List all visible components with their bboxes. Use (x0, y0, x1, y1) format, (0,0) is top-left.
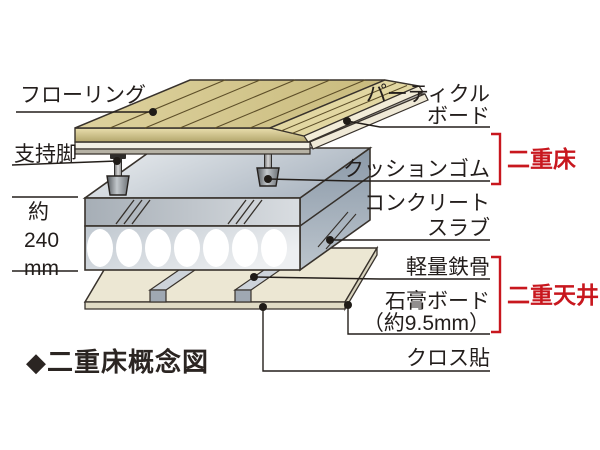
leader-dot-steel (250, 273, 258, 281)
particle-board-flap-edge (303, 85, 424, 143)
slab-hatch (317, 211, 349, 248)
double-ceiling-bracket (491, 255, 502, 334)
leader-dot-gypsum-board (344, 301, 352, 309)
label-concrete-slab-1: コンクリート (364, 192, 490, 215)
label-double-floor: 二重床 (507, 146, 576, 172)
flap-grain-line (280, 82, 397, 132)
leader-support-leg (11, 160, 118, 166)
label-gypsum-board-1: 石膏ボード (385, 290, 490, 313)
label-gypsum-board-2: （約9.5mm） (363, 312, 490, 335)
label-flooring: フローリング (20, 84, 146, 107)
label-particle-board-2: ボード (427, 105, 490, 128)
particle-board-right-edge (309, 93, 429, 150)
label-dim-approx: 約 (28, 201, 49, 224)
flooring-grain-lines (109, 79, 366, 129)
leader-cloth (262, 307, 490, 372)
floor-panel (74, 79, 429, 155)
leader-steel (253, 276, 490, 280)
slab-right-divider (299, 175, 371, 227)
leader-cushion-rubber (267, 178, 490, 182)
double-floor-bracket (491, 132, 502, 186)
leader-dot-cushion-rubber (264, 175, 272, 183)
leader-dot-cloth (259, 303, 267, 311)
diagram-caption: ◆二重床概念図 (26, 347, 209, 377)
leader-gypsum-board (347, 305, 490, 335)
concrete-slab (82, 146, 373, 272)
gypsum-board-front-edge (84, 301, 346, 310)
slab-front-upper-band (84, 197, 301, 227)
leader-dot-particle-board (343, 117, 351, 125)
cushion-rubber-foot (106, 175, 130, 196)
hollow-core-voids (87, 229, 287, 267)
label-dim-value: 240 (24, 229, 59, 252)
flap-grain-line (291, 85, 408, 134)
slab-front-hatches (115, 199, 263, 225)
flooring-front-edge (74, 127, 311, 143)
label-cloth-finish: クロス貼 (406, 347, 490, 370)
label-particle-board-1: パーティクル (366, 83, 490, 106)
label-dim-unit: mm (24, 257, 59, 280)
label-concrete-slab-2: スラブ (427, 217, 490, 240)
leader-dot-flooring (149, 108, 157, 116)
label-double-ceiling: 二重天井 (507, 282, 599, 308)
particle-board-front-edge (74, 141, 311, 150)
leader-dot-concrete-slab (326, 236, 334, 244)
label-support-leg: 支持脚 (14, 143, 77, 166)
panel-bottom-shadow-edge (74, 148, 311, 155)
leader-lines (11, 108, 490, 372)
leader-particle-board (346, 120, 490, 128)
label-cushion-rubber: クッションゴム (343, 158, 490, 181)
lifted-flooring-flap (267, 79, 424, 143)
label-light-gauge-steel: 軽量鉄骨 (406, 256, 490, 279)
leader-dot-support-leg (113, 157, 121, 165)
